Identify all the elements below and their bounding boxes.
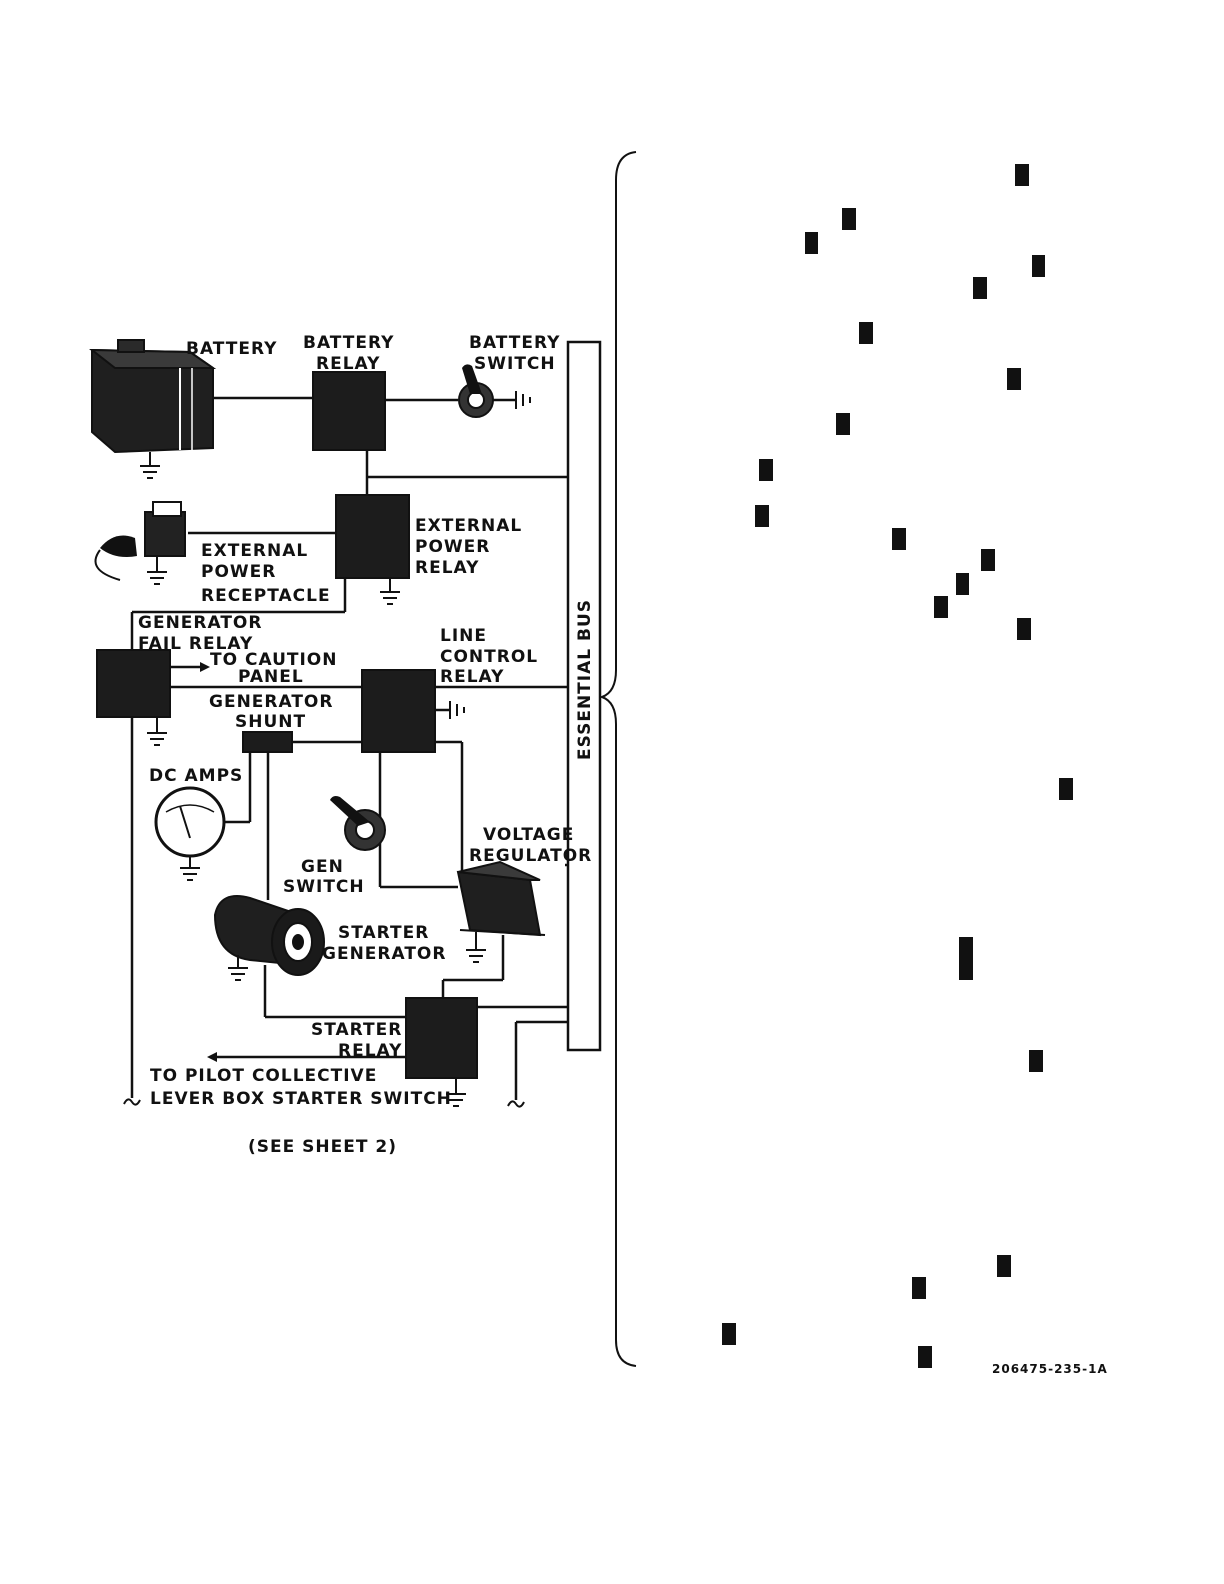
change-bars [722, 164, 1073, 1368]
gen-switch-label-1: GEN [301, 857, 344, 877]
essential-bus-label: ESSENTIAL BUS [575, 599, 595, 760]
external-power-receptacle-icon [94, 501, 186, 585]
essential-bus [566, 340, 602, 1052]
external-power-relay-label-3: RELAY [415, 558, 479, 578]
ground-icon [449, 701, 465, 719]
generator-fail-relay [96, 649, 171, 718]
see-sheet-label: (SEE SHEET 2) [248, 1137, 397, 1157]
starter-generator-label-2: GENERATOR [322, 944, 446, 964]
gen-switch-icon [330, 796, 386, 851]
figure-id-label: 206475-235-1A [992, 1362, 1108, 1376]
generator-fail-relay-label-2: FAIL RELAY [138, 634, 253, 654]
battery-icon [89, 339, 217, 479]
generator-shunt-label-1: GENERATOR [209, 692, 333, 712]
ground-icon [147, 717, 167, 746]
generator-shunt-label-2: SHUNT [235, 712, 306, 732]
battery-switch-label-1: BATTERY [469, 333, 560, 353]
line-control-relay [361, 669, 436, 753]
break-mark [123, 1098, 141, 1106]
voltage-regulator-icon [456, 860, 546, 963]
caution-panel-label-2: PANEL [238, 667, 304, 687]
ground-icon [380, 578, 400, 605]
battery-switch-label-2: SWITCH [474, 354, 556, 374]
external-power-relay-label-1: EXTERNAL [415, 516, 522, 536]
gen-switch-label-2: SWITCH [283, 877, 365, 897]
voltage-regulator-label-2: REGULATOR [469, 846, 592, 866]
voltage-regulator-label-1: VOLTAGE [483, 825, 574, 845]
break-mark [507, 1100, 525, 1108]
line-control-relay-label-2: CONTROL [440, 647, 538, 667]
battery-relay-label-1: BATTERY [303, 333, 394, 353]
external-power-receptacle-label-2: POWER [201, 562, 276, 582]
battery-relay [312, 371, 386, 451]
generator-shunt [242, 731, 293, 753]
battery-switch-icon [458, 364, 531, 418]
dc-amps-meter-icon [154, 786, 226, 881]
external-power-relay-label-2: POWER [415, 537, 490, 557]
brace [599, 151, 637, 1367]
arrows [170, 662, 406, 1062]
battery-relay-label-2: RELAY [316, 354, 380, 374]
line-control-relay-label-3: RELAY [440, 667, 504, 687]
caution-panel-label-1: TO CAUTION [210, 650, 337, 670]
battery-label: BATTERY [186, 339, 277, 359]
starter-relay-label-2: RELAY [338, 1041, 402, 1061]
starter-relay-label-1: STARTER [311, 1020, 402, 1040]
starter-generator-icon [213, 895, 325, 981]
dc-amps-label: DC AMPS [149, 766, 243, 786]
external-power-receptacle-label-1: EXTERNAL [201, 541, 308, 561]
line-control-relay-label-1: LINE [440, 626, 487, 646]
external-power-relay [335, 494, 410, 579]
pilot-collective-label-2: LEVER BOX STARTER SWITCH [150, 1089, 452, 1109]
starter-generator-label-1: STARTER [338, 923, 429, 943]
external-power-receptacle-label-3: RECEPTACLE [201, 586, 331, 606]
generator-fail-relay-label-1: GENERATOR [138, 613, 262, 633]
pilot-collective-label-1: TO PILOT COLLECTIVE [150, 1066, 377, 1086]
ground-icon [446, 1078, 466, 1107]
starter-relay [405, 997, 478, 1079]
wiring [130, 396, 568, 1100]
